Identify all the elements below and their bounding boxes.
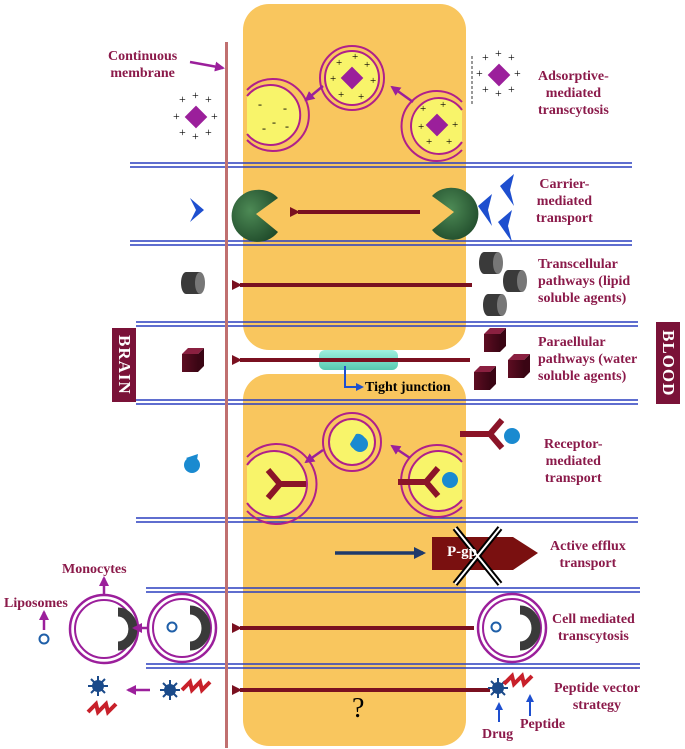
svg-text:+: + <box>508 50 515 64</box>
peptide-vector-label-line1: Peptide vector <box>554 681 640 696</box>
carrier-label-line3: transport <box>536 211 593 226</box>
svg-text:+: + <box>370 75 376 87</box>
pgp-label: P-gp <box>447 544 477 560</box>
membrane-separators <box>130 162 640 669</box>
paracellular-label-line1: Paraellular <box>538 335 606 350</box>
carrier-protein-icon <box>432 187 479 240</box>
paracellular-label-line3: soluble agents) <box>538 369 627 384</box>
svg-text:+: + <box>452 119 458 131</box>
svg-text:+: + <box>192 88 199 102</box>
paracellular-section <box>182 328 530 390</box>
svg-text:+: + <box>179 92 186 106</box>
liposomes-label: Liposomes <box>4 596 68 611</box>
receptor-label-line1: Receptor- <box>544 437 603 452</box>
svg-text:-: - <box>285 119 289 133</box>
svg-text:+: + <box>205 92 212 106</box>
adsorptive-section: - - - - - +++ ++ ++ ++ ++ ++ +++ ++ +++ … <box>173 45 521 162</box>
pgp-pump-icon <box>432 526 538 586</box>
continuous-membrane-line <box>225 42 228 748</box>
svg-text:+: + <box>418 121 424 133</box>
drug-label: Drug <box>482 727 514 742</box>
adsorptive-label-line2: mediated <box>545 86 601 101</box>
svg-text:+: + <box>508 82 515 96</box>
transcellular-label-line1: Transcellular <box>538 257 618 272</box>
adsorptive-label-line3: transcytosis <box>538 103 609 118</box>
cell-mediated-section <box>38 576 548 665</box>
svg-text:+: + <box>446 136 452 148</box>
transcellular-section <box>181 252 527 316</box>
svg-text:+: + <box>211 109 218 123</box>
svg-text:-: - <box>258 97 262 111</box>
svg-text:+: + <box>482 50 489 64</box>
receptor-section <box>184 412 520 525</box>
receptor-icon <box>265 468 306 500</box>
receptor-label-line3: transport <box>544 471 602 486</box>
svg-text:+: + <box>358 91 364 103</box>
tight-junction-pointer <box>344 366 364 391</box>
svg-text:+: + <box>336 57 342 69</box>
svg-text:-: - <box>262 121 266 135</box>
peptide-vector-section <box>86 672 534 722</box>
continuous-membrane-label-line1: Continuous <box>108 49 178 64</box>
svg-text:+: + <box>173 109 180 123</box>
continuous-membrane-label-line2: membrane <box>110 66 175 81</box>
transcellular-label-line2: pathways (lipid <box>538 274 631 289</box>
svg-text:+: + <box>514 66 521 80</box>
transcellular-label-line3: soluble agents) <box>538 291 627 306</box>
carrier-label: Carrier- mediated transport <box>536 176 593 227</box>
brain-bar: BRAIN <box>112 328 136 402</box>
svg-text:+: + <box>352 51 358 63</box>
receptor-label: Receptor- mediated transport <box>544 436 603 487</box>
continuous-membrane-label: Continuous membrane <box>108 48 177 82</box>
peptide-label: Peptide <box>520 717 566 732</box>
cylinder-icon <box>181 272 205 294</box>
active-efflux-label: Active efflux transport <box>550 538 626 572</box>
svg-text:+: + <box>420 103 426 115</box>
cell-mediated-label-line1: Cell mediated <box>552 612 635 627</box>
carrier-label-line2: mediated <box>536 194 592 209</box>
svg-text:+: + <box>330 73 336 85</box>
peptide-vector-label: Peptide vector strategy <box>554 680 640 714</box>
cell-mediated-label-line2: transcytosis <box>558 629 629 644</box>
svg-text:-: - <box>272 115 276 129</box>
svg-text:+: + <box>495 86 502 100</box>
cube-icon <box>182 348 204 372</box>
active-efflux-label-line2: transport <box>559 556 617 571</box>
svg-text:+: + <box>495 46 502 60</box>
adsorptive-label: Adsorptive- mediated transcytosis <box>538 68 609 119</box>
paracellular-label-line2: pathways (water <box>538 352 638 367</box>
svg-text:+: + <box>426 136 432 148</box>
adsorptive-label-line1: Adsorptive- <box>538 69 609 84</box>
carrier-protein-icon <box>231 189 278 242</box>
receptor-label-line2: mediated <box>545 454 601 469</box>
active-efflux-label-line1: Active efflux <box>550 539 626 554</box>
svg-text:+: + <box>482 82 489 96</box>
question-mark: ? <box>352 693 365 724</box>
svg-text:-: - <box>283 101 287 115</box>
monocytes-label: Monocytes <box>62 562 127 577</box>
peptide-vector-label-line2: strategy <box>572 698 622 713</box>
svg-text:+: + <box>338 89 344 101</box>
svg-text:+: + <box>440 99 446 111</box>
cell-mediated-label: Cell mediated transcytosis <box>552 611 635 645</box>
svg-text:+: + <box>179 125 186 139</box>
svg-text:+: + <box>192 129 199 143</box>
paracellular-label: Paraellular pathways (water soluble agen… <box>538 334 637 385</box>
svg-text:+: + <box>205 125 212 139</box>
blood-bar: BLOOD <box>656 322 680 404</box>
peptide-icon <box>502 672 534 688</box>
carrier-section <box>190 174 514 242</box>
drug-star-icon <box>488 678 508 698</box>
continuous-membrane-pointer <box>189 60 225 72</box>
svg-text:+: + <box>476 66 483 80</box>
svg-text:+: + <box>364 59 370 71</box>
active-efflux-section <box>335 526 538 586</box>
carrier-label-line1: Carrier- <box>539 177 590 192</box>
tight-junction-label: Tight junction <box>365 380 451 395</box>
transcellular-label: Transcellular pathways (lipid soluble ag… <box>538 256 630 307</box>
